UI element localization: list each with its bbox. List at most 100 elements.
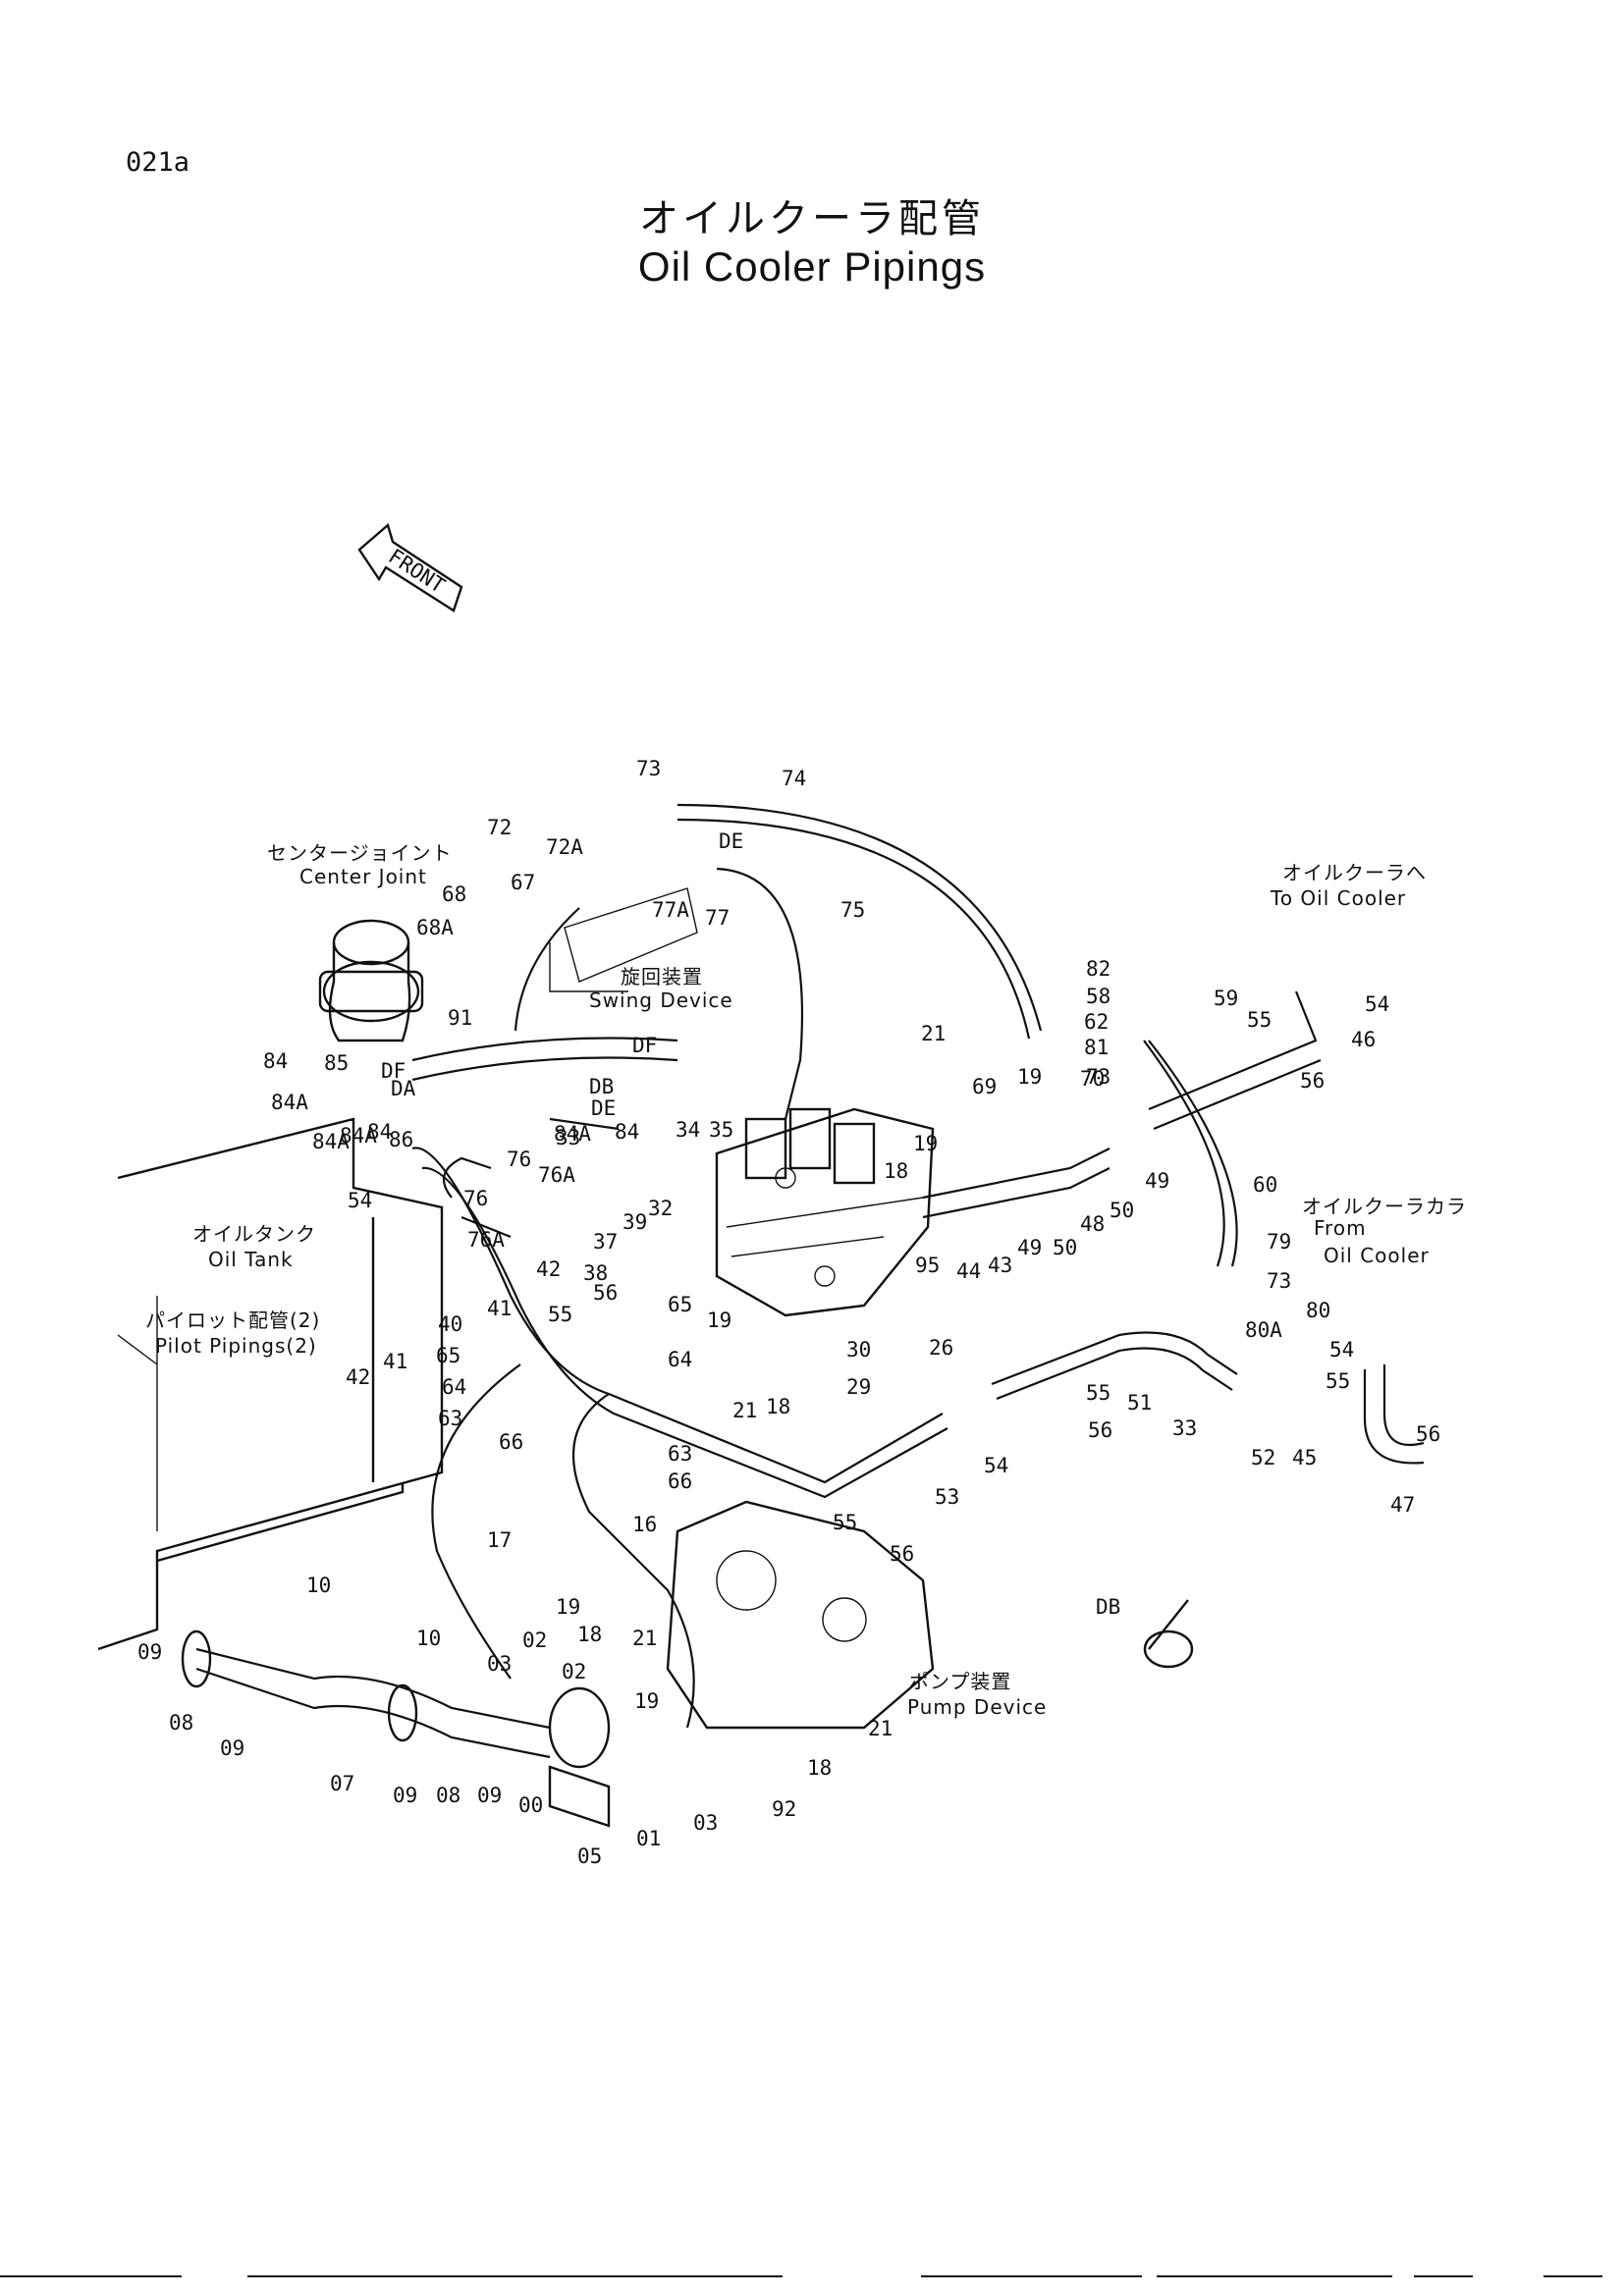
band-clamp bbox=[1143, 1599, 1194, 1669]
footer-rule bbox=[247, 2275, 783, 2277]
front-label: FRONT bbox=[384, 544, 449, 598]
part-callout-63: 63 bbox=[438, 1407, 462, 1430]
part-callout-56: 56 bbox=[890, 1542, 914, 1566]
part-callout-60: 60 bbox=[1253, 1173, 1277, 1197]
part-callout-73: 73 bbox=[636, 757, 661, 780]
part-callout-21: 21 bbox=[868, 1717, 893, 1740]
caption-pilot-pipings: Pilot Pipings(2) bbox=[155, 1334, 317, 1358]
part-callout-67: 67 bbox=[511, 871, 535, 894]
part-callout-56: 56 bbox=[1416, 1422, 1440, 1446]
caption-oil-tank: Oil Tank bbox=[208, 1248, 294, 1271]
part-callout-DE: DE bbox=[719, 829, 743, 853]
part-callout-74: 74 bbox=[782, 767, 806, 790]
caption-to-oil-cooler-jp: オイルクーラへ bbox=[1282, 861, 1427, 884]
caption-pump-device: Pump Device bbox=[907, 1695, 1047, 1719]
caption-center-joint-jp: センタージョイント bbox=[267, 841, 453, 865]
part-callout-84: 84 bbox=[615, 1120, 639, 1144]
part-callout-33: 33 bbox=[1172, 1416, 1197, 1440]
part-callout-84A: 84A bbox=[554, 1122, 591, 1146]
part-callout-80A: 80A bbox=[1245, 1318, 1282, 1342]
part-callout-19: 19 bbox=[634, 1689, 659, 1713]
part-callout-92: 92 bbox=[772, 1797, 796, 1821]
part-callout-85: 85 bbox=[324, 1051, 349, 1075]
part-callout-95: 95 bbox=[915, 1254, 940, 1277]
part-callout-18: 18 bbox=[577, 1623, 602, 1646]
part-callout-86: 86 bbox=[389, 1128, 413, 1151]
part-callout-16: 16 bbox=[632, 1513, 657, 1536]
part-callout-56: 56 bbox=[1300, 1069, 1325, 1093]
part-callout-DF: DF bbox=[632, 1034, 657, 1057]
part-callout-55: 55 bbox=[548, 1303, 572, 1326]
part-callout-08: 08 bbox=[169, 1711, 193, 1735]
part-callout-59: 59 bbox=[1214, 987, 1238, 1010]
part-callout-64: 64 bbox=[668, 1348, 692, 1371]
part-callout-17: 17 bbox=[487, 1528, 512, 1552]
part-callout-DB: DB bbox=[589, 1075, 614, 1098]
part-callout-43: 43 bbox=[988, 1254, 1012, 1277]
part-callout-19: 19 bbox=[913, 1132, 938, 1155]
part-callout-54: 54 bbox=[1365, 992, 1389, 1016]
part-callout-76A: 76A bbox=[538, 1163, 575, 1187]
part-callout-18: 18 bbox=[766, 1395, 790, 1418]
part-callout-56: 56 bbox=[1088, 1418, 1112, 1442]
part-callout-19: 19 bbox=[1017, 1065, 1042, 1089]
part-callout-01: 01 bbox=[636, 1827, 661, 1850]
part-callout-65: 65 bbox=[436, 1344, 460, 1367]
part-callout-44: 44 bbox=[956, 1259, 981, 1283]
part-callout-50: 50 bbox=[1053, 1236, 1077, 1259]
part-callout-03: 03 bbox=[487, 1652, 512, 1676]
footer-rule bbox=[1157, 2275, 1392, 2277]
part-callout-DE: DE bbox=[591, 1096, 616, 1120]
part-callout-DA: DA bbox=[391, 1077, 416, 1100]
part-callout-64: 64 bbox=[442, 1375, 466, 1399]
front-arrow: FRONT bbox=[357, 522, 463, 613]
part-callout-45: 45 bbox=[1292, 1446, 1317, 1469]
swing-device bbox=[549, 887, 698, 992]
suction-elbow bbox=[181, 1629, 611, 1828]
part-callout-21: 21 bbox=[732, 1399, 757, 1422]
part-callout-52: 52 bbox=[1251, 1446, 1275, 1469]
part-callout-79: 79 bbox=[1267, 1230, 1291, 1254]
caption-swing-device: Swing Device bbox=[589, 988, 733, 1012]
part-callout-84A: 84A bbox=[340, 1124, 377, 1148]
pump-device bbox=[666, 1500, 935, 1730]
part-callout-70: 70 bbox=[1080, 1067, 1105, 1091]
part-callout-10: 10 bbox=[416, 1627, 441, 1650]
part-callout-80: 80 bbox=[1306, 1299, 1330, 1322]
caption-from-oil-cooler-2: Oil Cooler bbox=[1324, 1244, 1430, 1267]
footer-rule bbox=[1543, 2275, 1602, 2277]
caption-swing-device-jp: 旋回装置 bbox=[621, 965, 703, 988]
part-callout-82: 82 bbox=[1086, 957, 1110, 981]
part-callout-66: 66 bbox=[668, 1469, 692, 1493]
part-callout-07: 07 bbox=[330, 1772, 354, 1795]
part-callout-46: 46 bbox=[1351, 1028, 1376, 1051]
center-joint bbox=[318, 919, 424, 1042]
control-valve bbox=[715, 1107, 935, 1317]
part-callout-09: 09 bbox=[220, 1736, 244, 1760]
part-callout-32: 32 bbox=[648, 1197, 673, 1220]
part-callout-42: 42 bbox=[536, 1257, 561, 1281]
part-callout-21: 21 bbox=[921, 1022, 946, 1045]
part-callout-38: 38 bbox=[583, 1261, 608, 1285]
part-callout-09: 09 bbox=[393, 1784, 417, 1807]
part-callout-33: 33 bbox=[556, 1126, 580, 1149]
part-callout-68: 68 bbox=[442, 882, 466, 906]
part-callout-55: 55 bbox=[1086, 1381, 1110, 1405]
part-callout-69: 69 bbox=[972, 1075, 997, 1098]
caption-center-joint: Center Joint bbox=[299, 865, 427, 888]
part-callout-03: 03 bbox=[693, 1811, 718, 1835]
part-callout-DF: DF bbox=[381, 1059, 406, 1083]
part-callout-50: 50 bbox=[1110, 1199, 1134, 1222]
caption-from-oil-cooler-1: From bbox=[1314, 1216, 1367, 1240]
part-callout-68A: 68A bbox=[416, 916, 454, 939]
part-callout-81: 81 bbox=[1084, 1036, 1109, 1059]
part-callout-41: 41 bbox=[487, 1297, 512, 1320]
part-callout-05: 05 bbox=[577, 1844, 602, 1868]
page-title: Oil Cooler Pipings bbox=[637, 243, 987, 290]
part-callout-54: 54 bbox=[1329, 1338, 1354, 1362]
part-callout-77: 77 bbox=[705, 906, 730, 930]
part-callout-42: 42 bbox=[346, 1365, 370, 1389]
part-callout-21: 21 bbox=[632, 1627, 657, 1650]
